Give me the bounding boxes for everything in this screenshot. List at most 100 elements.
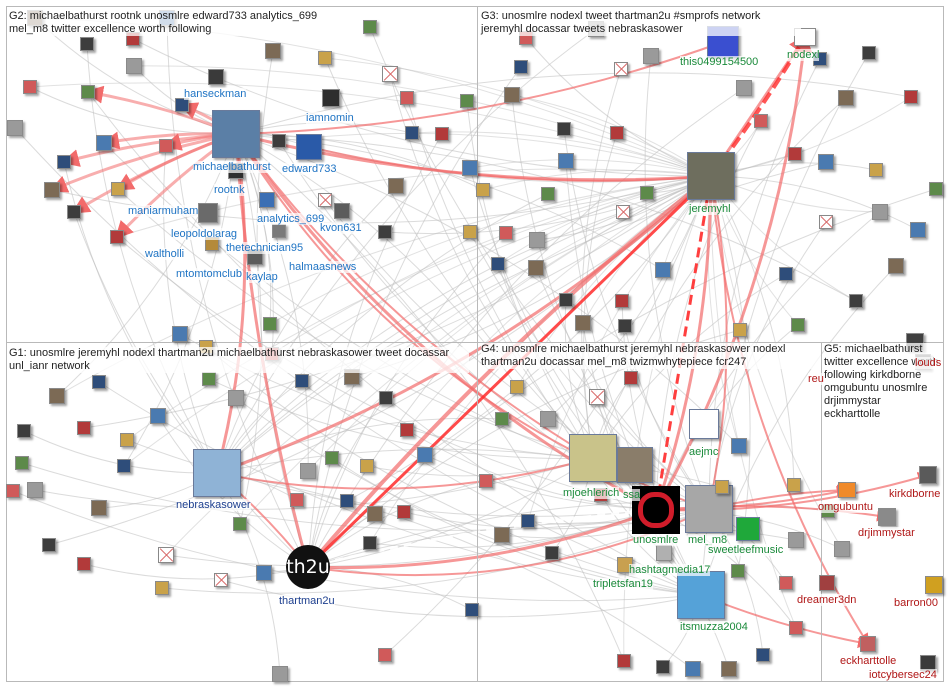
minor-node[interactable]: [834, 541, 850, 557]
minor-node[interactable]: [23, 80, 37, 94]
minor-node[interactable]: [756, 648, 770, 662]
minor-node[interactable]: [640, 186, 654, 200]
minor-node[interactable]: [476, 183, 490, 197]
minor-node[interactable]: [465, 603, 479, 617]
minor-node[interactable]: [929, 182, 943, 196]
minor-node[interactable]: [120, 433, 134, 447]
node-barron00[interactable]: [925, 576, 943, 594]
minor-node[interactable]: [495, 412, 509, 426]
minor-node[interactable]: [540, 411, 556, 427]
minor-node[interactable]: [736, 80, 752, 96]
minor-node[interactable]: [545, 546, 559, 560]
minor-node[interactable]: [159, 139, 173, 153]
minor-node[interactable]: [382, 66, 398, 82]
minor-node[interactable]: [643, 48, 659, 64]
minor-node[interactable]: [656, 660, 670, 674]
minor-node[interactable]: [417, 447, 433, 463]
minor-node[interactable]: [479, 474, 493, 488]
node-hashtagmedia[interactable]: [656, 545, 672, 561]
minor-node[interactable]: [265, 43, 281, 59]
node-iamnomin[interactable]: [322, 89, 340, 107]
node-edward733[interactable]: [296, 134, 322, 160]
minor-node[interactable]: [367, 506, 383, 522]
minor-node[interactable]: [872, 204, 888, 220]
minor-node[interactable]: [158, 547, 174, 563]
minor-node[interactable]: [379, 391, 393, 405]
minor-node[interactable]: [272, 134, 286, 148]
minor-node[interactable]: [378, 648, 392, 662]
minor-node[interactable]: [559, 293, 573, 307]
minor-node[interactable]: [460, 94, 474, 108]
minor-node[interactable]: [318, 51, 332, 65]
minor-node[interactable]: [558, 153, 574, 169]
minor-node[interactable]: [528, 260, 544, 276]
minor-node[interactable]: [49, 388, 65, 404]
minor-node[interactable]: [92, 375, 106, 389]
minor-node[interactable]: [655, 262, 671, 278]
node-kirkdborne[interactable]: [919, 466, 937, 484]
node-sweetleefmusic[interactable]: [736, 517, 760, 541]
minor-node[interactable]: [360, 459, 374, 473]
minor-node[interactable]: [754, 114, 768, 128]
minor-node[interactable]: [779, 267, 793, 281]
minor-node[interactable]: [910, 222, 926, 238]
minor-node[interactable]: [290, 493, 304, 507]
node-leopoldolarag[interactable]: [198, 203, 218, 223]
minor-node[interactable]: [378, 225, 392, 239]
minor-node[interactable]: [888, 258, 904, 274]
minor-node[interactable]: [175, 98, 189, 112]
minor-node[interactable]: [405, 126, 419, 140]
minor-node[interactable]: [155, 581, 169, 595]
node-itsmuzza2004[interactable]: [677, 571, 725, 619]
minor-node[interactable]: [510, 380, 524, 394]
node-kvon631[interactable]: [334, 203, 350, 219]
minor-node[interactable]: [300, 463, 316, 479]
minor-node[interactable]: [110, 230, 124, 244]
minor-node[interactable]: [6, 484, 20, 498]
node-drjimmystar[interactable]: [878, 508, 896, 526]
minor-node[interactable]: [557, 122, 571, 136]
minor-node[interactable]: [789, 621, 803, 635]
node-thartman2u[interactable]: th2u: [286, 545, 330, 589]
minor-node[interactable]: [233, 517, 247, 531]
minor-node[interactable]: [721, 661, 737, 677]
minor-node[interactable]: [400, 423, 414, 437]
minor-node[interactable]: [849, 294, 863, 308]
minor-node[interactable]: [96, 135, 112, 151]
node-thetechnician95[interactable]: [272, 224, 286, 238]
minor-node[interactable]: [388, 178, 404, 194]
minor-node[interactable]: [400, 91, 414, 105]
minor-node[interactable]: [869, 163, 883, 177]
node-jeremyhl[interactable]: [687, 152, 735, 200]
minor-node[interactable]: [17, 424, 31, 438]
minor-node[interactable]: [499, 226, 513, 240]
minor-node[interactable]: [27, 482, 43, 498]
minor-node[interactable]: [202, 372, 216, 386]
minor-node[interactable]: [491, 257, 505, 271]
node-analytics-699[interactable]: [259, 192, 275, 208]
minor-node[interactable]: [77, 557, 91, 571]
minor-node[interactable]: [838, 90, 854, 106]
minor-node[interactable]: [610, 126, 624, 140]
minor-node[interactable]: [685, 661, 701, 677]
minor-node[interactable]: [733, 323, 747, 337]
minor-node[interactable]: [862, 46, 876, 60]
minor-node[interactable]: [615, 294, 629, 308]
minor-node[interactable]: [715, 480, 729, 494]
minor-node[interactable]: [624, 371, 638, 385]
minor-node[interactable]: [731, 438, 747, 454]
minor-node[interactable]: [295, 374, 309, 388]
node-michaelbathurst[interactable]: [212, 110, 260, 158]
minor-node[interactable]: [614, 62, 628, 76]
minor-node[interactable]: [575, 315, 591, 331]
node-ssa[interactable]: [617, 447, 653, 483]
minor-node[interactable]: [81, 85, 95, 99]
minor-node[interactable]: [541, 187, 555, 201]
minor-node[interactable]: [7, 120, 23, 136]
minor-node[interactable]: [529, 232, 545, 248]
minor-node[interactable]: [263, 317, 277, 331]
node-dreamer3dn[interactable]: [819, 575, 835, 591]
minor-node[interactable]: [150, 408, 166, 424]
minor-node[interactable]: [117, 459, 131, 473]
minor-node[interactable]: [126, 58, 142, 74]
